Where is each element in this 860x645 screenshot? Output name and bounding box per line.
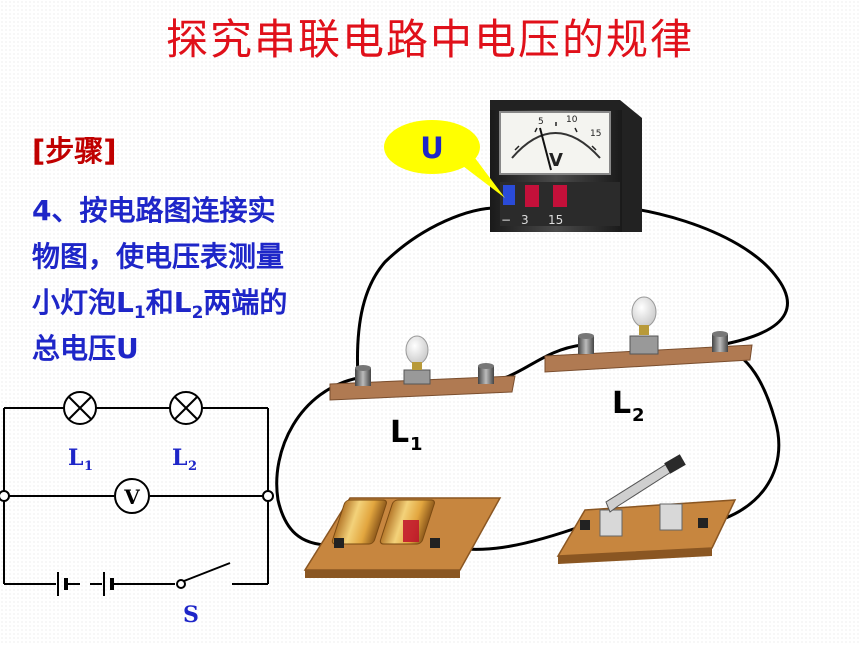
slide-title: 探究串联电路中电压的规律	[165, 15, 694, 64]
l1-left-terminal[interactable]	[355, 368, 371, 386]
photo-label-l2: L 2	[612, 386, 645, 426]
schematic-lamp-l2	[169, 391, 203, 425]
l1-right-terminal[interactable]	[478, 366, 494, 384]
photo-l1-main: L	[390, 415, 409, 450]
line4-u: U	[116, 332, 139, 365]
switch-left-terminal[interactable]	[580, 520, 590, 530]
photo-label-l1: L 1	[390, 415, 423, 455]
battery-right-terminal[interactable]	[430, 538, 440, 548]
switch-clip	[659, 503, 683, 531]
schematic-l2-main: L	[172, 445, 187, 471]
wire-meter-left	[356, 206, 507, 380]
schematic-switch	[183, 562, 231, 582]
schematic-voltmeter	[114, 478, 150, 514]
l1-bulb	[405, 335, 429, 365]
line3-post: 两端的	[203, 286, 288, 319]
terminal-15-post[interactable]	[553, 185, 567, 207]
instruction-text: 4、按电路图连接实 物图，使电压表测量 小灯泡L1和L2两端的 总电压U	[32, 188, 342, 372]
terminal-minus-label: −	[501, 213, 511, 227]
schematic-bottom-branch	[4, 562, 268, 596]
schematic-l2-sub: 2	[188, 459, 197, 474]
photo-l2-main: L	[612, 386, 631, 421]
schematic-switch-pivot	[176, 579, 186, 589]
l1-sub: 1	[133, 303, 146, 323]
l2-main: L	[173, 286, 192, 319]
line3-pre: 小灯泡	[32, 286, 117, 319]
step-heading: [步骤]	[32, 134, 117, 168]
switch-handle[interactable]	[664, 454, 686, 474]
scale-10: 10	[566, 115, 578, 125]
schematic-labels: L 1 L 2 V S	[68, 445, 199, 628]
circuit-schematic	[0, 391, 274, 596]
scale-15: 15	[590, 129, 601, 139]
lamp-l1	[329, 335, 516, 401]
instruction-line-1: 4、按电路图连接实	[32, 188, 342, 234]
meter-scale: 5 10 15	[514, 115, 601, 151]
l2-right-terminal[interactable]	[712, 334, 728, 352]
terminal-3-label: 3	[521, 213, 529, 227]
line4-pre: 总电压	[32, 332, 117, 365]
wire-l1-to-battery	[275, 376, 360, 547]
knife-switch	[556, 454, 737, 564]
instruction-line-3: 小灯泡L1和L2两端的	[32, 280, 342, 326]
terminal-15-label: 15	[548, 213, 563, 227]
callout-label: U	[420, 131, 444, 165]
schematic-l1-main: L	[68, 445, 83, 471]
terminal-3-post[interactable]	[525, 185, 539, 207]
schematic-meter-letter: V	[123, 485, 140, 509]
photo-l2-sub: 2	[632, 405, 645, 426]
wire-switch-to-l2	[698, 343, 781, 527]
voltmeter: 5 10 15 V − 3 15	[490, 100, 642, 232]
switch-right-terminal[interactable]	[698, 518, 708, 528]
meter-needle	[539, 127, 552, 171]
u-callout: U	[384, 120, 505, 198]
schematic-l1-sub: 1	[84, 459, 93, 474]
scale-5: 5	[538, 117, 544, 127]
line1-text: 、按电路图连接实	[51, 194, 276, 227]
l2-bulb	[631, 296, 657, 328]
battery-cell-1	[331, 499, 387, 545]
battery-left-terminal[interactable]	[334, 538, 344, 548]
battery-holder	[303, 497, 502, 578]
lamp-l2	[544, 296, 753, 373]
instruction-line-4: 总电压U	[32, 326, 342, 372]
l1-main: L	[116, 286, 134, 319]
line3-mid: 和	[145, 286, 174, 319]
photo-l1-sub: 1	[410, 434, 423, 455]
terminal-minus-post[interactable]	[503, 185, 515, 205]
step-number: 4	[32, 194, 52, 227]
l2-sub: 2	[191, 303, 204, 323]
switch-hinge	[599, 509, 623, 537]
schematic-switch-label: S	[183, 602, 199, 628]
schematic-lamp-l1	[63, 391, 97, 425]
meter-face-letter: V	[549, 150, 563, 171]
l2-left-terminal[interactable]	[578, 336, 594, 354]
instruction-line-2: 物图，使电压表测量	[32, 240, 285, 273]
